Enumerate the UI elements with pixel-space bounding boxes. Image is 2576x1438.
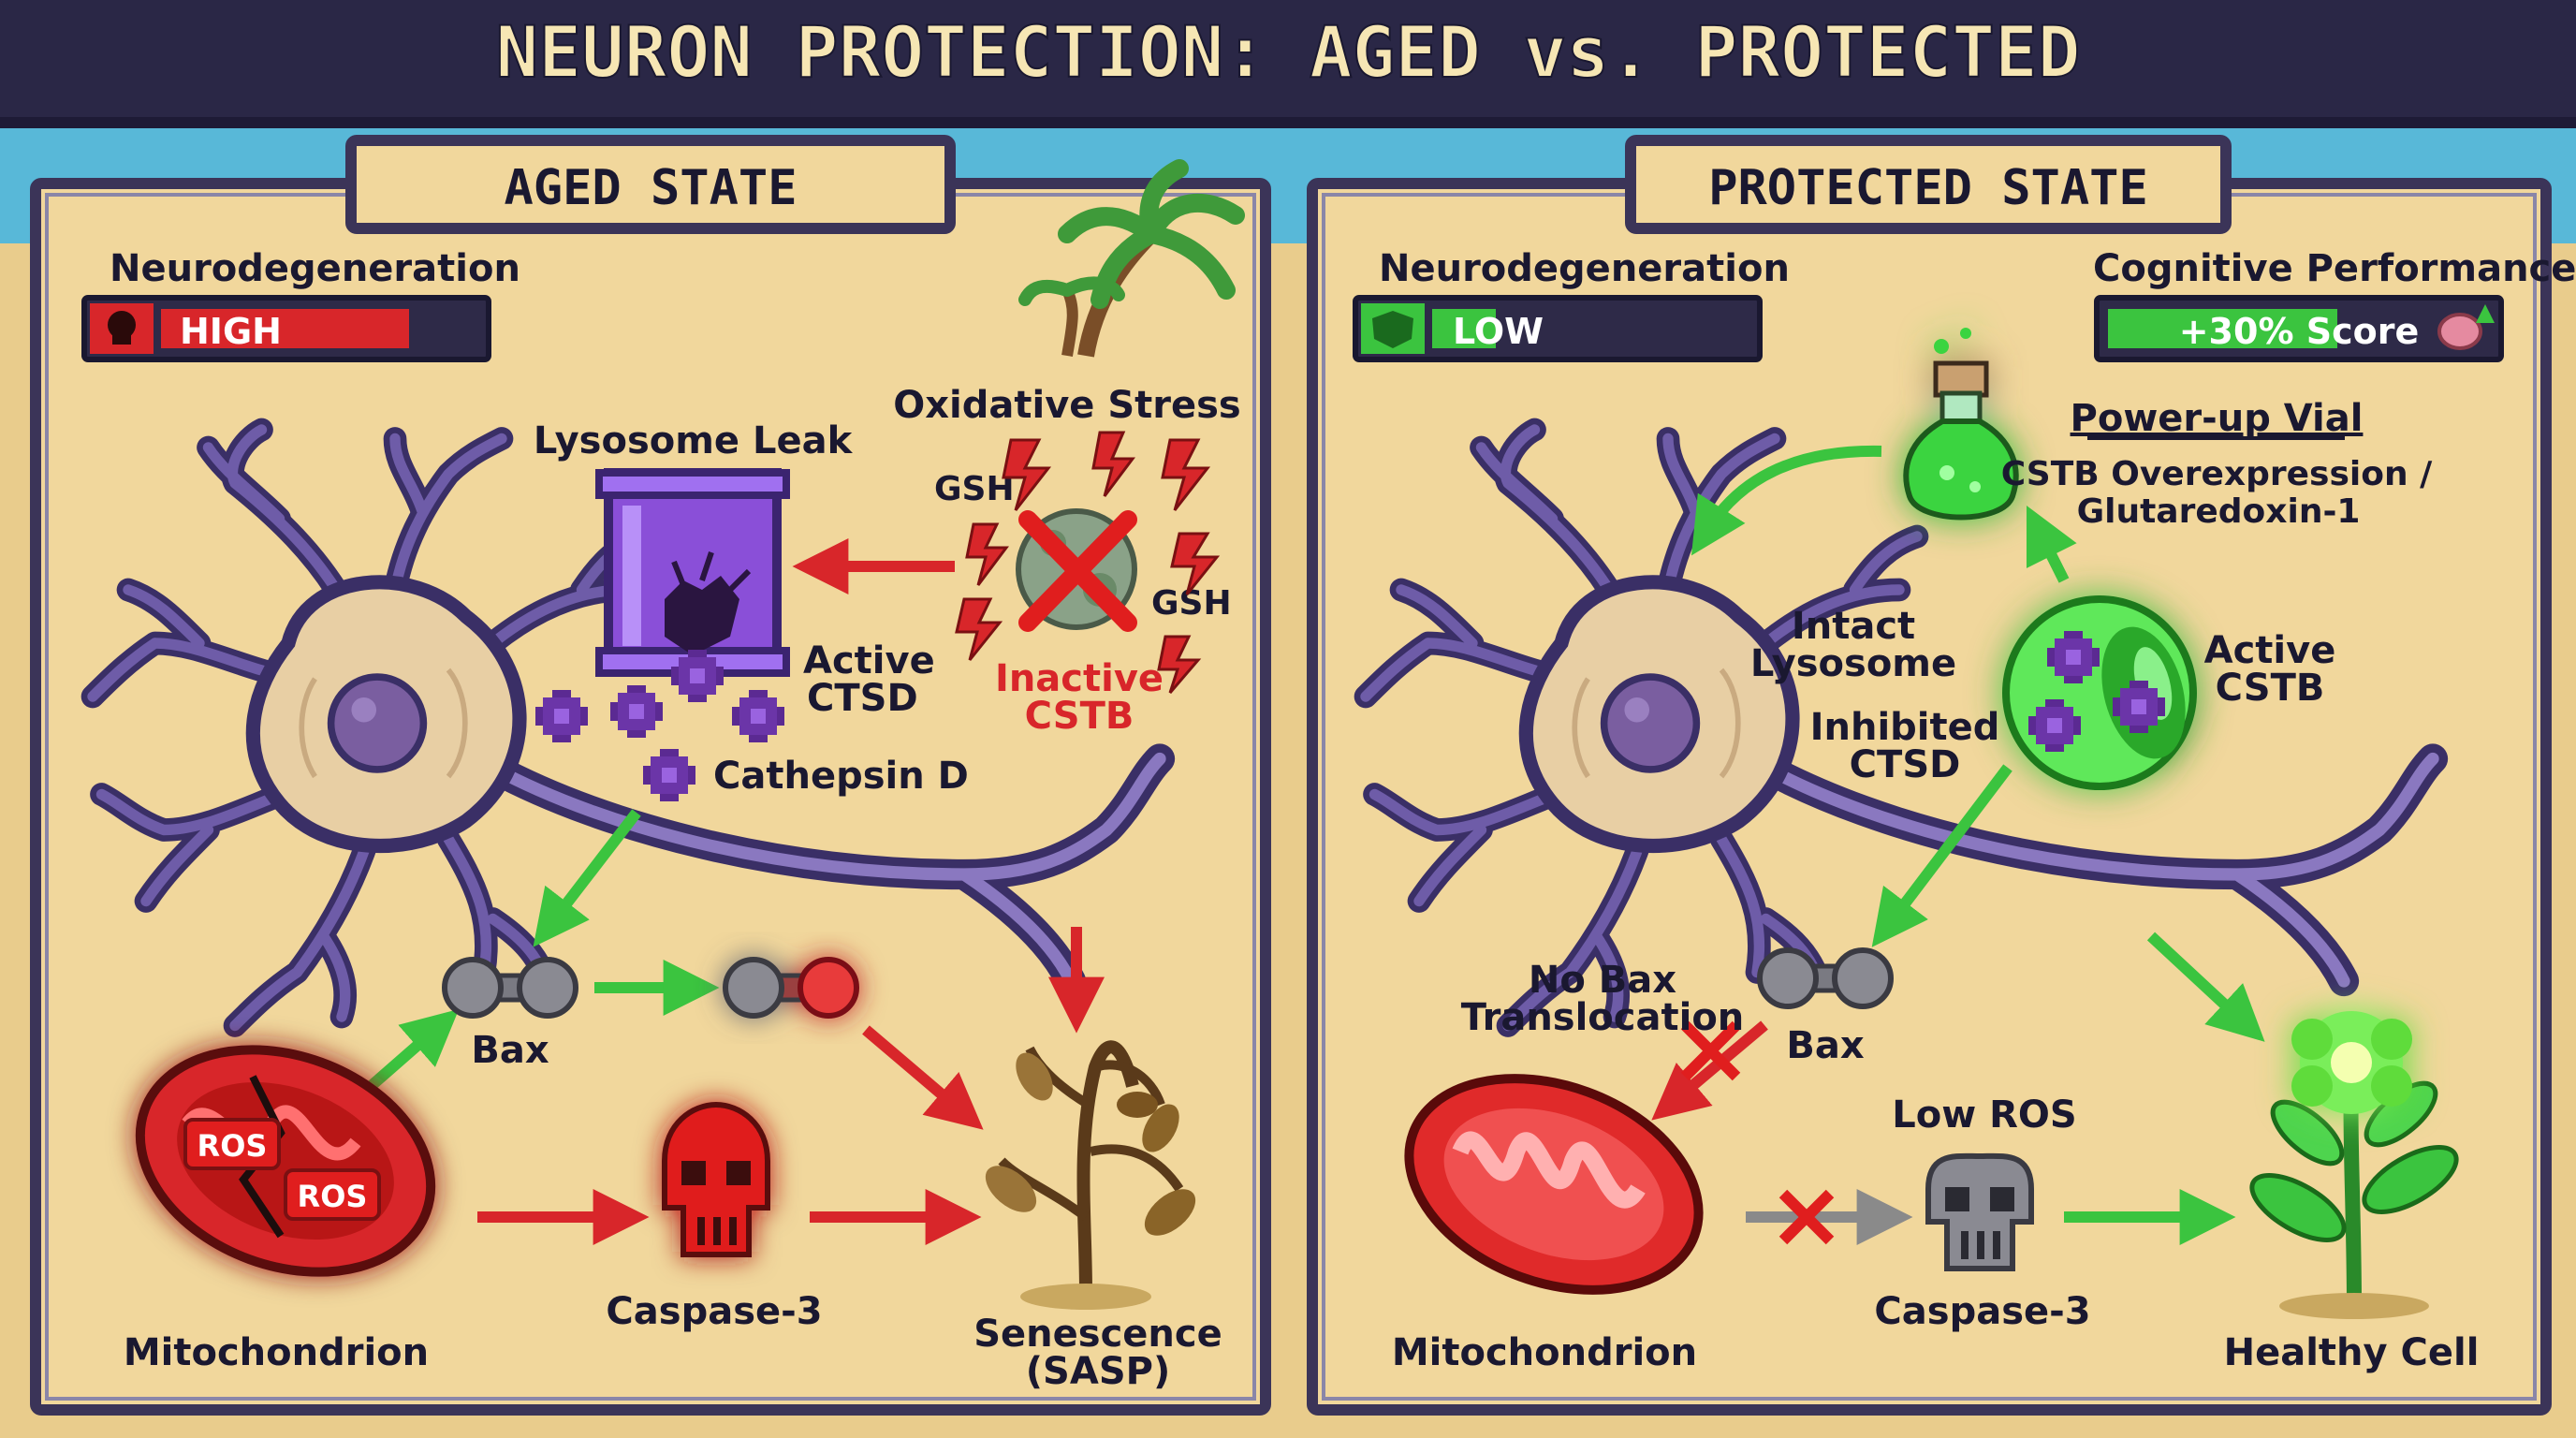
- leaking-lysosome-icon: [595, 468, 790, 677]
- bax-protein-icon: [1757, 947, 1894, 1009]
- power-up-vial-icon: [1903, 328, 2019, 521]
- damaged-mitochondrion-icon: [135, 1045, 436, 1277]
- aged-neurodegeneration-value: HIGH: [180, 311, 282, 352]
- power-up-vial-title: Power-up Vial: [2071, 397, 2364, 440]
- active-ctsd-label-2: CTSD: [807, 677, 918, 720]
- active-bax-icon: [723, 957, 859, 1019]
- gsh-label-1: GSH: [934, 470, 1015, 508]
- cathepsin-d-label: Cathepsin D: [713, 755, 969, 798]
- protected-neurodegeneration-value: LOW: [1453, 311, 1544, 352]
- no-bax-label-1: No Bax: [1529, 959, 1676, 1002]
- protected-title-plaque: [1625, 135, 2232, 234]
- protected-state-title: PROTECTED STATE: [1708, 160, 2148, 216]
- lightning-bolt-icons: [955, 431, 1221, 694]
- block-x-icon: [1680, 1020, 1741, 1081]
- cognitive-performance-label: Cognitive Performance: [2093, 247, 2576, 290]
- aged-title-plaque: [345, 135, 956, 234]
- active-cstb-label-1: Active: [2204, 629, 2336, 672]
- title-bar: [0, 0, 2576, 117]
- intact-lysosome-label-1: Intact: [1792, 605, 1915, 648]
- bax-protein-icon: [442, 957, 578, 1019]
- inactive-x-icon: [1018, 510, 1137, 632]
- no-bax-label-2: Translocation: [1461, 996, 1745, 1039]
- page-title: NEURON PROTECTION: AGED vs. PROTECTED: [496, 10, 2081, 94]
- palm-tree-icon: [1018, 159, 1245, 358]
- protected-state-panel: PROTECTED STATE Neurodegeneration LOW Co…: [1307, 135, 2576, 1416]
- inhibited-ctsd-label-1: Inhibited: [1810, 706, 2000, 749]
- inhibited-ctsd-particle: [2028, 699, 2081, 752]
- power-up-vial-subtitle-2: Glutaredoxin-1: [2077, 492, 2361, 531]
- cstb-to-bax-arrow: [1871, 764, 2012, 947]
- caspase-skull-icon: [662, 1101, 770, 1257]
- aged-state-panel: AGED STATE Neurodegeneration HIGH Lysoso…: [30, 135, 1271, 1416]
- vial-to-neuron-arrow: [1690, 445, 1882, 556]
- wilted-plant-icon: [985, 1040, 1196, 1310]
- inactive-cstb-label-2: CSTB: [1025, 695, 1134, 738]
- lysosome-leak-label: Lysosome Leak: [534, 419, 854, 462]
- cathepsin-to-bax-arrow: [533, 809, 641, 947]
- protected-neurodegeneration-fill: [1432, 309, 1496, 348]
- ros-label-1: ROS: [198, 1128, 268, 1164]
- cstb-to-vial-arrow: [2026, 505, 2077, 583]
- inhibited-ctsd-particle: [2047, 631, 2100, 683]
- protected-bax-label: Bax: [1786, 1024, 1864, 1067]
- active-cstb-orb-icon: [2002, 595, 2197, 790]
- intact-lysosome-label-2: Lysosome: [1750, 642, 1956, 685]
- aged-caspase-label: Caspase-3: [606, 1290, 822, 1333]
- active-bax-to-senescence-arrow: [862, 1025, 984, 1130]
- active-ctsd-label-1: Active: [803, 639, 935, 682]
- protected-caspase-label: Caspase-3: [1874, 1290, 2090, 1333]
- senescence-label-2: (SASP): [1026, 1350, 1170, 1393]
- cstb-to-healthy-arrow: [2146, 932, 2265, 1042]
- protected-mitochondrion-label: Mitochondrion: [1392, 1331, 1697, 1374]
- power-up-vial-subtitle-1: CSTB Overexpression /: [2001, 455, 2433, 493]
- low-ros-label: Low ROS: [1892, 1093, 2076, 1137]
- aged-mitochondrion-label: Mitochondrion: [124, 1331, 429, 1374]
- active-cstb-label-2: CSTB: [2216, 667, 2325, 710]
- glowing-flower-icon: [2291, 1011, 2412, 1114]
- senescence-label-1: Senescence: [973, 1313, 1222, 1356]
- aged-neurodegeneration-fill: [161, 309, 409, 348]
- bax-label: Bax: [471, 1029, 549, 1072]
- oxidative-stress-label: Oxidative Stress: [893, 384, 1241, 427]
- inhibited-ctsd-particle: [2113, 681, 2165, 733]
- ros-label-2: ROS: [298, 1179, 368, 1214]
- aged-neurodegeneration-label: Neurodegeneration: [110, 247, 520, 290]
- inactive-caspase-skull-icon: [1925, 1152, 2034, 1271]
- cognitive-performance-fill: [2108, 309, 2337, 348]
- inactive-cstb-label-1: Inactive: [995, 657, 1164, 700]
- aged-state-title: AGED STATE: [504, 160, 797, 216]
- healthy-cell-label: Healthy Cell: [2224, 1331, 2480, 1374]
- protected-neurodegeneration-label: Neurodegeneration: [1379, 247, 1790, 290]
- block-x-icon-2: [1778, 1189, 1835, 1245]
- cognitive-performance-value: +30% Score: [2179, 311, 2420, 352]
- healthy-mitochondrion-icon: [1404, 1074, 1704, 1295]
- inhibited-ctsd-label-2: CTSD: [1850, 743, 1961, 786]
